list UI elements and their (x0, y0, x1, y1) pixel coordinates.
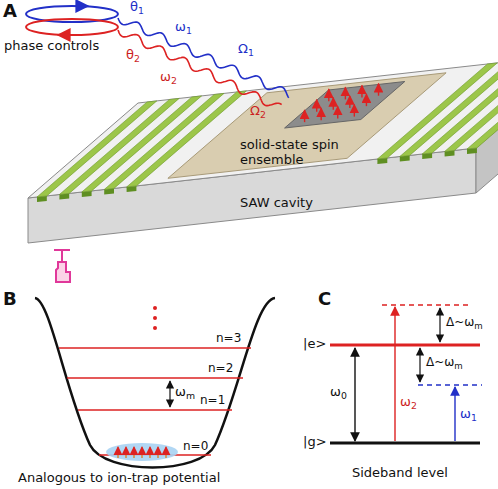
electrode-stripe (445, 55, 498, 151)
spin-arrow (117, 447, 118, 458)
detuning-arrow (439, 308, 440, 342)
energy-levels (59, 348, 251, 455)
spin-arrow (349, 96, 350, 108)
caption-text: Sideband level (352, 466, 448, 481)
part-name: solid-state spin ensemble (240, 138, 362, 168)
spin-platform (168, 73, 446, 179)
ensemble-cloud (106, 443, 178, 461)
spin-arrow (333, 98, 334, 110)
phase-loop-red (26, 19, 118, 35)
drive-wave-red (118, 30, 282, 106)
spin-arrow (141, 447, 142, 458)
phase-symbol: θ2 (126, 48, 140, 63)
substrate-top (28, 53, 498, 198)
detuning-arrow (419, 348, 420, 382)
spin-arrow (316, 100, 317, 112)
spin-arrow (345, 87, 346, 99)
spin-arrow (361, 86, 362, 98)
spin-arrow (125, 447, 126, 458)
electrode-stripes (37, 53, 498, 202)
detuning-label: Δ~ωm (426, 356, 463, 370)
spin-arrows (305, 84, 379, 122)
spin-arrow (378, 84, 379, 96)
spin-arrow (304, 110, 305, 122)
upper-sideband (382, 304, 472, 305)
spin-arrow (149, 447, 150, 458)
spin-arrow (320, 108, 321, 120)
cloud-spins (118, 447, 166, 458)
frequency-symbol: ω0 (330, 385, 347, 400)
state-label: |g> (303, 435, 327, 450)
lower-sideband (418, 384, 482, 385)
omega0-arrow (354, 348, 355, 441)
omega1-arrow (454, 387, 455, 441)
rabi-symbol: Ω2 (250, 104, 266, 119)
frequency-symbol: ω2 (400, 395, 417, 410)
electrode-stripe (467, 53, 498, 149)
excited-level (330, 344, 480, 347)
continuation-dots (153, 306, 157, 330)
pointer-icon (54, 250, 70, 282)
spin-arrow (157, 447, 158, 458)
level-label: n=0 (183, 440, 208, 454)
frequency-symbol: ω1 (175, 20, 192, 35)
state-label: |e> (303, 337, 326, 352)
caption-text: phase controls (4, 39, 99, 54)
level-label: n=2 (208, 362, 233, 376)
omega2-arrow (394, 307, 395, 441)
spin-arrow (165, 447, 166, 458)
level-label: n=3 (216, 332, 241, 346)
spin-arrow (354, 105, 355, 117)
spin-arrow (133, 447, 134, 458)
frequency-symbol: ω1 (460, 407, 477, 422)
spin-arrow (337, 106, 338, 118)
spacing-symbol: ωm (175, 385, 195, 400)
phase-loop-red-arrow (58, 34, 66, 36)
frequency-symbol: ω2 (160, 70, 177, 85)
panel-letter: C (318, 289, 331, 310)
detuning-label: Δ~ωm (446, 316, 483, 330)
part-name: SAW cavity (240, 196, 313, 211)
phase-symbol: θ1 (130, 0, 144, 15)
spin-arrow (328, 89, 329, 101)
drive-wave-blue (118, 18, 289, 98)
rabi-symbol: Ω1 (238, 42, 254, 57)
ground-level (330, 442, 480, 445)
phase-loop-blue-arrow (80, 5, 88, 7)
level-label: n=1 (200, 394, 225, 408)
electrode-stripe (104, 93, 224, 189)
caption-text: Analogous to ion-trap potential (18, 471, 220, 486)
panel-letter: A (3, 1, 17, 22)
panel-letter: B (3, 289, 17, 310)
potential-well (35, 298, 275, 468)
spin-ensemble-patch (285, 82, 405, 129)
spin-arrow (366, 94, 367, 106)
spacing-arrow (169, 381, 170, 407)
